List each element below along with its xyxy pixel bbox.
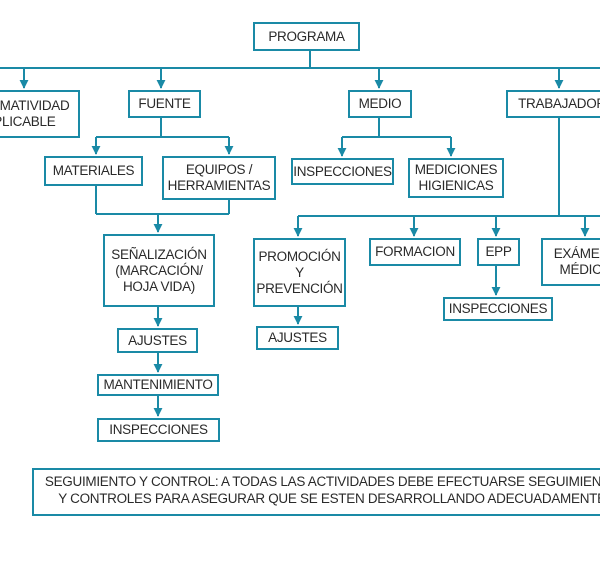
seguimiento-note: SEGUIMIENTO Y CONTROL: A TODAS LAS ACTIV… [32, 468, 600, 516]
ajustes-trabajador-node: AJUSTES [256, 326, 339, 350]
formacion-node: FORMACION [369, 238, 461, 266]
ajustes-fuente-node: AJUSTES [117, 328, 198, 353]
materiales-node: MATERIALES [44, 156, 143, 186]
equipos-node: EQUIPOS / HERRAMIENTAS [162, 156, 276, 200]
normatividad-node: NORMATIVIDAD APLICABLE [0, 90, 80, 138]
medio-node: MEDIO [348, 90, 412, 118]
examenes-node: EXÁMENES MÉDICOS [541, 238, 600, 286]
note-line-2: Y CONTROLES PARA ASEGURAR QUE SE ESTEN D… [58, 491, 600, 506]
inspecciones-fuente-node: INSPECCIONES [97, 418, 220, 442]
promocion-node: PROMOCIÓN Y PREVENCIÓN [253, 238, 346, 307]
mediciones-node: MEDICIONES HIGIENICAS [408, 158, 504, 198]
note-line-1: SEGUIMIENTO Y CONTROL: A TODAS LAS ACTIV… [44, 474, 600, 489]
fuente-node: FUENTE [128, 90, 201, 118]
senalizacion-node: SEÑALIZACIÓN (MARCACIÓN/ HOJA VIDA) [103, 234, 215, 307]
trabajador-node: TRABAJADOR [506, 90, 600, 118]
inspecciones-medio-node: INSPECCIONES [291, 158, 394, 185]
programa-node: PROGRAMA [253, 22, 360, 51]
inspecciones-epp-node: INSPECCIONES [443, 297, 553, 321]
epp-node: EPP [477, 238, 520, 266]
mantenimiento-node: MANTENIMIENTO [97, 374, 219, 396]
